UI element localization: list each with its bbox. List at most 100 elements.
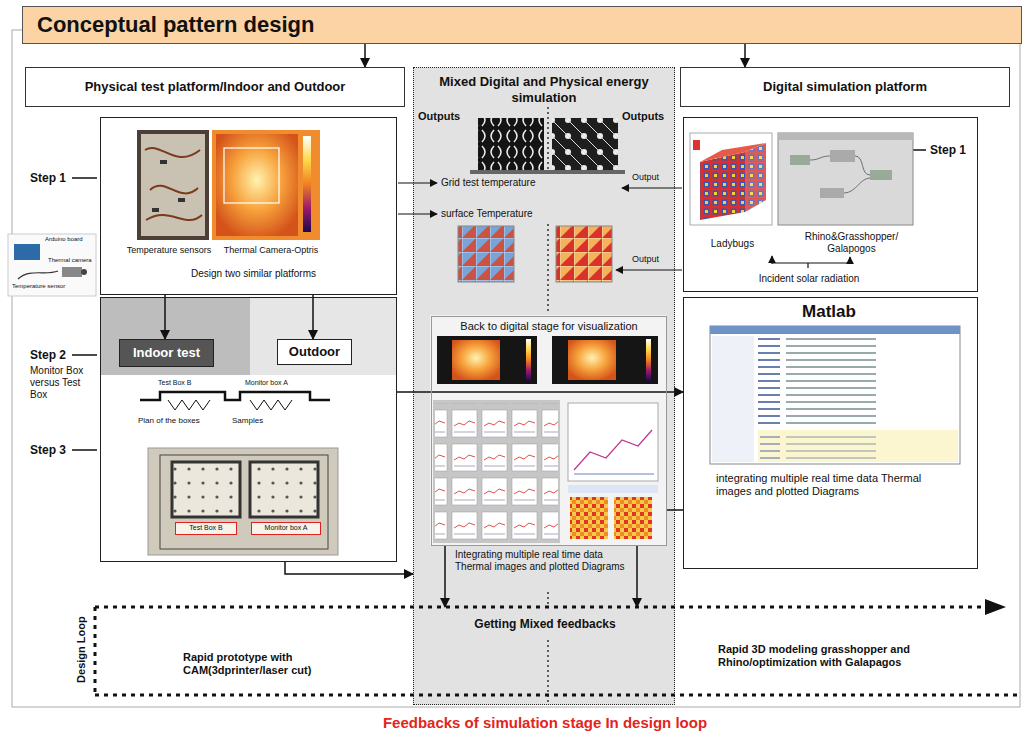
visualization-charts [552,336,658,384]
connector-group [165,44,745,607]
outputs-label: Outputs [418,110,460,123]
link-line [667,509,683,511]
thermal-image [216,134,298,236]
thermal-image [212,130,320,240]
step-label: Step 1 [30,171,66,185]
device-inset [18,271,58,279]
visualization-charts [574,474,654,475]
device-label: Temperature sensor [12,283,65,290]
design-loop-arrow [95,694,1018,697]
output-label: Output [632,172,659,183]
ladybug-render [690,133,772,225]
panel-fill [250,297,397,375]
output-arrow [616,269,682,270]
node-text: Getting Mixed feedbacks [465,617,625,631]
visualization-charts [574,430,652,470]
flow-arrow [744,44,746,67]
sensor-photo [178,198,185,202]
node-text: Monitor box A [265,524,308,532]
dotted-divider [547,592,549,605]
node-text: Rapid 3D modeling grasshopper and Rhino/… [718,643,958,669]
step-note: Monitor Box versus Test Box [30,365,94,401]
pattern-render [478,118,544,170]
ladybug-render [700,143,766,162]
ladybug-render [700,152,745,220]
node-text: integrating multiple real time data Ther… [716,472,931,498]
test-box: Outdoor [277,339,352,365]
outer-frame [12,30,1020,707]
matlab-screenshot [710,326,960,334]
panel-fill [430,315,666,545]
node-text: Ladybugs [690,238,775,250]
step-dash [72,354,97,356]
device-inset [14,244,40,260]
node-text: Physical test platform/Indoor and Outdoo… [85,79,346,95]
design-loop-band: Design LoopRapid prototype with CAM(3dpr… [95,607,1000,695]
radiation-arrow [772,262,850,263]
test-box-photo [250,462,318,517]
visualization-charts [433,336,658,543]
plan-label: Test Box B [158,379,191,387]
node-text: Rapid prototype with CAM(3dprinter/laser… [183,651,353,677]
step-dash [912,149,926,151]
title-band: Conceptual pattern design [22,6,1022,44]
plan-label: Plan of the boxes [138,416,200,426]
thermal-image [303,136,311,232]
node-text: Conceptual pattern design [37,12,314,38]
node-text: Rhino&Grasshopper/ Galapogos [784,231,919,255]
sensor-photo [137,130,209,240]
test-box: Indoor test [119,339,214,367]
ladybug-render [690,133,772,225]
test-box-photo [160,455,328,549]
outputs-label: Outputs [622,110,664,123]
visualization-charts [646,339,651,381]
column-header: Physical test platform/Indoor and Outdoo… [25,67,405,107]
device-label: Arduino board [45,236,83,243]
box-plan [168,400,210,410]
sensor-photo [152,208,159,212]
node-text: Back to digital stage for visualization [436,320,662,333]
output-arrow [398,183,682,270]
output-caption: Grid test temperature [441,177,535,189]
flow-arrow [364,44,366,67]
visualization-charts [570,497,608,539]
output-arrow [398,213,437,214]
visualization-charts [568,403,658,481]
device-inset [8,234,96,296]
pattern-render [556,226,612,282]
sensor-photo [145,148,202,220]
pattern-render [470,170,625,174]
matlab-screenshot [760,432,956,460]
node-text: Indoor test [133,345,200,361]
output-caption: surface Temperature [441,208,533,220]
node-text: Test Box B [189,524,222,532]
visualization-charts [435,403,558,541]
outer-frame [12,30,1020,707]
grasshopper-screenshot [790,155,810,165]
flow-arrow [164,295,166,339]
matlab-panel: Matlabintegrating multiple real time dat… [683,297,978,569]
visualization-charts [433,400,560,543]
matlab-screenshot [758,430,958,462]
radiation-arrow [807,263,808,268]
sensor-photo [137,130,209,240]
flow-arrow [397,391,683,393]
visualization-charts [568,340,616,380]
node-text: Temperature sensors [114,245,224,256]
dotted-divider [547,224,549,313]
step-panel: Temperature sensorsThermal Camera-Optris… [100,117,397,295]
flow-arrow [285,562,413,574]
matlab-screenshot [710,326,960,464]
grasshopper-screenshot [778,133,913,225]
panel-fill [100,297,250,375]
plan-label: Monitor box A [245,379,288,387]
panel-fill [100,67,675,705]
step-panel: Indoor test OutdoorTest Box B Monitor box … [100,297,397,562]
pattern-render [458,226,514,282]
step-label: Step 3 [30,443,66,457]
flow-arrow [636,546,638,607]
pattern-render [458,118,625,282]
device-inset [62,267,82,277]
matlab-screenshot [710,326,960,464]
output-label: Output [632,254,659,265]
